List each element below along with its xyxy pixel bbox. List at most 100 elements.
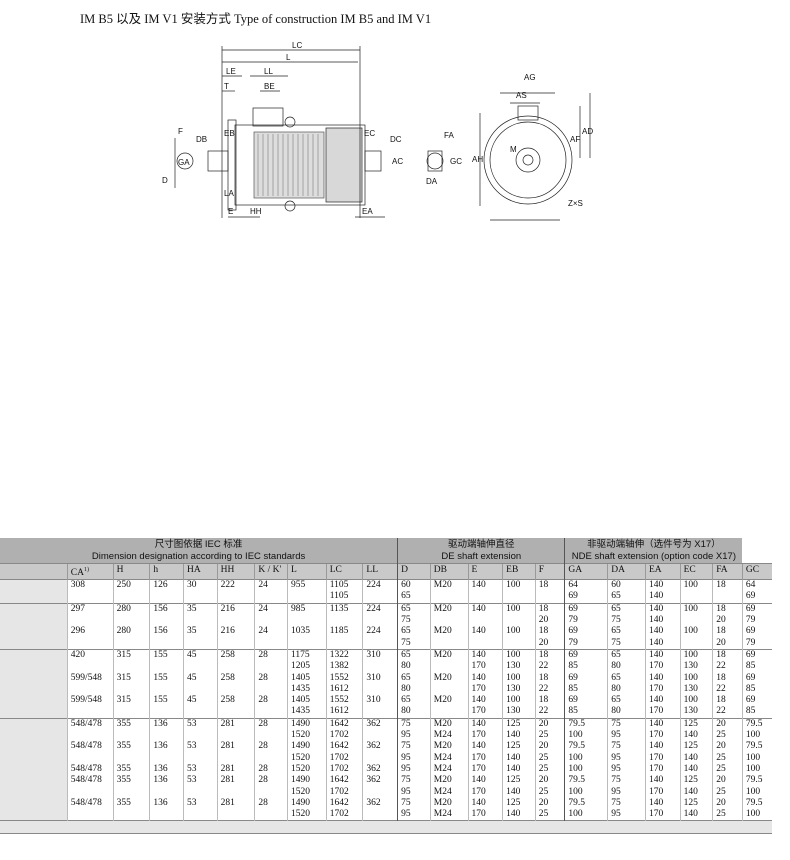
group-header-de-en: DE shaft extension: [441, 550, 522, 562]
table-cell: 100: [502, 626, 536, 650]
cell-value: 95: [401, 786, 411, 797]
cell-value: 125: [683, 741, 698, 752]
cell-value: 25: [538, 809, 549, 820]
cell-value: 79.5: [568, 718, 586, 729]
cell-value: 69: [568, 649, 578, 660]
cell-value: 85: [568, 706, 578, 717]
motor-dimension-drawing: LC L LE LL T BE F DB EB GA D LA E HH EC …: [162, 41, 593, 221]
cell-value: 65: [611, 695, 621, 706]
cell-value: 140: [648, 797, 664, 808]
column-header: EA: [644, 562, 681, 580]
cell-value: 136: [153, 763, 168, 774]
cell-value: 35: [187, 626, 197, 637]
cell-value: 1702: [329, 763, 349, 774]
dim-label: E: [228, 207, 233, 216]
page-title: IM B5 以及 IM V1 安装方式 Type of construction…: [80, 12, 432, 26]
cell-value: 79.5: [745, 797, 763, 808]
cell-value: 100: [683, 580, 698, 591]
cell-value: 100: [683, 603, 698, 614]
cell-value: 79.5: [745, 741, 763, 752]
cell-value: 548/478: [70, 741, 102, 752]
cell-value: 28: [258, 718, 268, 729]
cell-value: 28: [258, 775, 268, 786]
dim-label: AC: [392, 157, 403, 166]
cell-value: 69: [568, 591, 578, 602]
cell-value: 315: [116, 672, 131, 683]
cell-value: 20: [538, 775, 549, 786]
cell-value: 1185: [329, 626, 349, 637]
column-header: DA: [607, 562, 646, 580]
cell-value: 69: [745, 591, 756, 602]
cell-value: 1702: [329, 730, 349, 741]
table-cell: 24: [254, 626, 288, 650]
table-cell: 18: [712, 579, 743, 604]
cell-value: 25: [716, 763, 726, 774]
cell-value: 1520: [290, 786, 310, 797]
cell-value: 1642: [329, 797, 349, 808]
cell-value: M20: [433, 580, 452, 591]
cell-value: 155: [153, 672, 168, 683]
table-cell: M20: [429, 648, 469, 673]
cell-value: 24: [258, 603, 268, 614]
table-cell: M20: [429, 672, 469, 696]
row-blank-cell: [0, 717, 68, 742]
table-cell: 315: [112, 648, 150, 673]
cell-value: 1490: [290, 797, 310, 808]
cell-value: 100: [506, 626, 521, 637]
row-blank-cell: [0, 648, 68, 673]
cell-value: 140: [648, 591, 664, 602]
table-cell: 362: [362, 797, 398, 821]
table-cell: 28: [254, 797, 288, 821]
cell-value: 100: [568, 809, 583, 820]
cell-value: 100: [506, 695, 521, 706]
cell-value: 170: [471, 683, 486, 694]
row-blank-cell: [0, 741, 68, 764]
cell-value: 65: [611, 603, 621, 614]
table-cell: 35: [183, 602, 218, 627]
table-cell: 45: [183, 648, 218, 673]
cell-value: 1405: [290, 672, 310, 683]
cell-value: 69: [568, 626, 578, 637]
cell-value: 548/478: [70, 797, 102, 808]
column-header: HH: [216, 562, 255, 580]
cell-value: 1520: [290, 809, 310, 820]
cell-value: 95: [611, 752, 621, 763]
table-cell: 355: [112, 741, 150, 764]
table-cell: 281: [216, 763, 255, 776]
cell-value: 25: [716, 809, 726, 820]
cell-value: 75: [611, 797, 621, 808]
cell-value: 65: [401, 649, 411, 660]
cell-value: 362: [366, 718, 381, 729]
table-cell: 310: [362, 648, 398, 673]
cell-value: 100: [745, 786, 761, 797]
cell-value: 1035: [290, 626, 310, 637]
dim-label: DB: [196, 135, 207, 144]
table-cell: 140: [502, 763, 536, 776]
table-cell: 155: [149, 672, 184, 696]
cell-value: 79: [568, 615, 578, 626]
dim-label: AS: [516, 91, 527, 100]
cell-value: 1435: [290, 706, 310, 717]
